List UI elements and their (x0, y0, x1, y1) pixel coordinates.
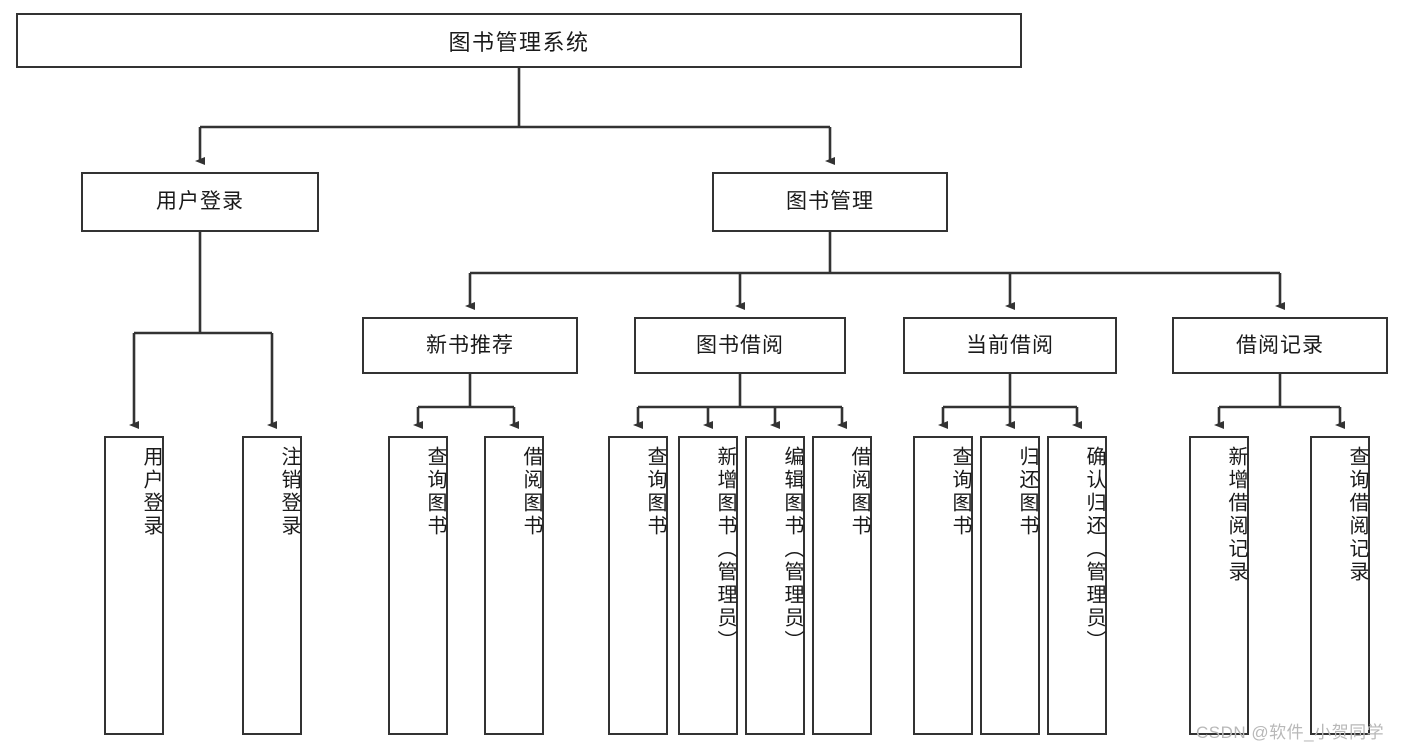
node-root-system[interactable]: 图书管理系统 (16, 13, 1022, 68)
node-label: 图书管理 (786, 190, 874, 214)
node-book-management[interactable]: 图书管理 (712, 172, 948, 232)
node-current-borrowing[interactable]: 当前借阅 (903, 317, 1117, 374)
leaf-label: 编辑图书（管理员） (781, 446, 803, 653)
leaf-label: 查询借阅记录 (1346, 446, 1368, 584)
leaf-label: 借阅图书 (520, 446, 542, 538)
leaf-label: 新增借阅记录 (1225, 446, 1247, 584)
leaf-query-books-recommend[interactable]: 查询图书 (388, 436, 448, 735)
node-label: 借阅记录 (1236, 333, 1324, 357)
csdn-watermark: CSDN @软件_小贺同学 (1196, 718, 1384, 743)
leaf-user-logout[interactable]: 注销登录 (242, 436, 302, 735)
leaf-label: 查询图书 (424, 446, 446, 538)
watermark-text: CSDN @软件_小贺同学 (1196, 723, 1385, 742)
leaf-query-books-borrowing[interactable]: 查询图书 (608, 436, 668, 735)
node-label: 当前借阅 (966, 333, 1054, 357)
node-new-book-recommendation[interactable]: 新书推荐 (362, 317, 578, 374)
leaf-query-borrow-record[interactable]: 查询借阅记录 (1310, 436, 1370, 735)
node-root-label: 图书管理系统 (448, 29, 590, 55)
node-user-login[interactable]: 用户登录 (81, 172, 319, 232)
leaf-label: 借阅图书 (848, 446, 870, 538)
node-book-borrowing[interactable]: 图书借阅 (634, 317, 846, 374)
leaf-confirm-return-admin[interactable]: 确认归还（管理员） (1047, 436, 1107, 735)
leaf-label: 查询图书 (644, 446, 666, 538)
leaf-return-books[interactable]: 归还图书 (980, 436, 1040, 735)
leaf-query-books-current[interactable]: 查询图书 (913, 436, 973, 735)
node-label: 图书借阅 (696, 333, 784, 357)
node-label: 用户登录 (156, 190, 244, 214)
leaf-label: 新增图书（管理员） (714, 446, 736, 653)
leaf-edit-book-admin[interactable]: 编辑图书（管理员） (745, 436, 805, 735)
leaf-borrow-books-recommend[interactable]: 借阅图书 (484, 436, 544, 735)
leaf-label: 查询图书 (949, 446, 971, 538)
leaf-add-borrow-record[interactable]: 新增借阅记录 (1189, 436, 1249, 735)
leaf-label: 注销登录 (278, 446, 300, 538)
leaf-borrow-books-borrowing[interactable]: 借阅图书 (812, 436, 872, 735)
node-label: 新书推荐 (426, 333, 514, 357)
leaf-label: 确认归还（管理员） (1083, 446, 1105, 653)
leaf-user-login[interactable]: 用户登录 (104, 436, 164, 735)
leaf-add-book-admin[interactable]: 新增图书（管理员） (678, 436, 738, 735)
leaf-label: 用户登录 (140, 446, 162, 538)
leaf-label: 归还图书 (1016, 446, 1038, 538)
node-borrow-records[interactable]: 借阅记录 (1172, 317, 1388, 374)
